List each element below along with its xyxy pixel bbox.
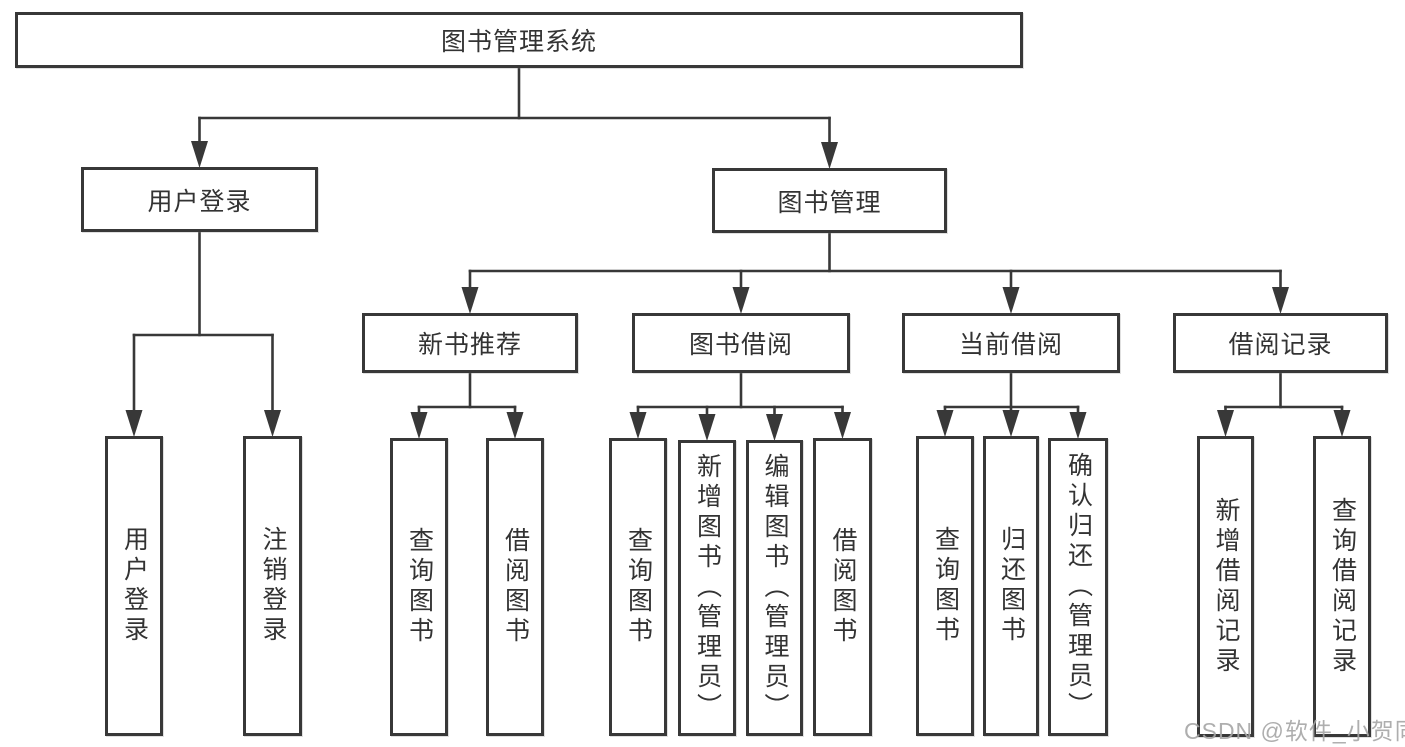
node-label: 注销登录: [259, 526, 287, 646]
node-label: 用户登录: [147, 187, 252, 216]
arrowhead: [506, 412, 524, 439]
node-label: 当前借阅: [958, 331, 1063, 359]
node-label: 借阅记录: [1228, 331, 1333, 359]
node-label: 查询图书: [931, 526, 960, 646]
node-leaf-bb-query: 查询图书: [609, 438, 667, 736]
node-label: 归还图书: [997, 526, 1026, 646]
node-leaf-bb-edit: 编辑图书（管理员）: [746, 440, 803, 736]
arrowhead: [410, 412, 428, 439]
node-current-borrow: 当前借阅: [902, 313, 1120, 373]
node-user-login: 用户登录: [81, 167, 318, 232]
node-leaf-logout: 注销登录: [243, 436, 302, 736]
node-leaf-br-query: 查询借阅记录: [1313, 436, 1371, 737]
arrowhead: [125, 410, 143, 437]
node-leaf-nb-borrow: 借阅图书: [486, 438, 544, 736]
arrowhead: [264, 410, 281, 437]
node-leaf-cb-query: 查询图书: [916, 436, 974, 736]
node-leaf-bb-add: 新增图书（管理员）: [678, 440, 736, 736]
arrowhead: [1002, 410, 1020, 437]
arrowhead: [629, 412, 647, 439]
arrowhead: [1217, 410, 1234, 437]
arrowhead: [461, 287, 479, 314]
node-label: 新增图书（管理员）: [693, 453, 722, 723]
arrowhead: [698, 414, 716, 441]
node-label: 借阅图书: [829, 527, 857, 647]
arrowhead: [191, 141, 208, 168]
node-borrow-records: 借阅记录: [1173, 313, 1388, 373]
node-label: 查询图书: [405, 527, 434, 647]
node-label: 确认归还（管理员）: [1064, 452, 1093, 722]
arrowhead: [732, 287, 750, 314]
node-label: 图书管理: [777, 188, 882, 217]
node-label: 图书借阅: [688, 331, 793, 359]
node-leaf-br-add: 新增借阅记录: [1197, 436, 1254, 737]
node-label: 用户登录: [120, 526, 149, 646]
node-label: 新书推荐: [417, 331, 522, 359]
node-book-borrow: 图书借阅: [632, 313, 850, 373]
arrowhead: [936, 410, 954, 437]
node-label: 查询图书: [624, 527, 653, 647]
arrowhead: [834, 412, 851, 439]
node-label: 查询借阅记录: [1328, 496, 1357, 677]
arrowhead: [766, 414, 783, 441]
arrowhead: [1272, 287, 1289, 314]
arrowhead: [1002, 287, 1020, 314]
node-label: 借阅图书: [501, 527, 530, 647]
node-new-book-rec: 新书推荐: [362, 313, 578, 373]
node-leaf-cb-confirm: 确认归还（管理员）: [1048, 438, 1108, 736]
arrowhead: [1333, 410, 1351, 437]
node-label: 新增借阅记录: [1212, 496, 1240, 677]
node-leaf-bb-borrow: 借阅图书: [813, 438, 872, 736]
csdn-watermark: CSDN @软件_小贺同学: [1184, 718, 1405, 744]
node-book-mgmt: 图书管理: [712, 168, 947, 233]
node-root: 图书管理系统: [15, 12, 1023, 68]
arrowhead: [1069, 412, 1087, 439]
node-leaf-cb-return: 归还图书: [983, 436, 1039, 736]
node-label: 图书管理系统: [440, 28, 597, 56]
node-leaf-nb-query: 查询图书: [390, 438, 448, 736]
node-label: 编辑图书（管理员）: [761, 453, 789, 723]
arrowhead: [821, 142, 838, 169]
node-leaf-user-login: 用户登录: [105, 436, 163, 736]
